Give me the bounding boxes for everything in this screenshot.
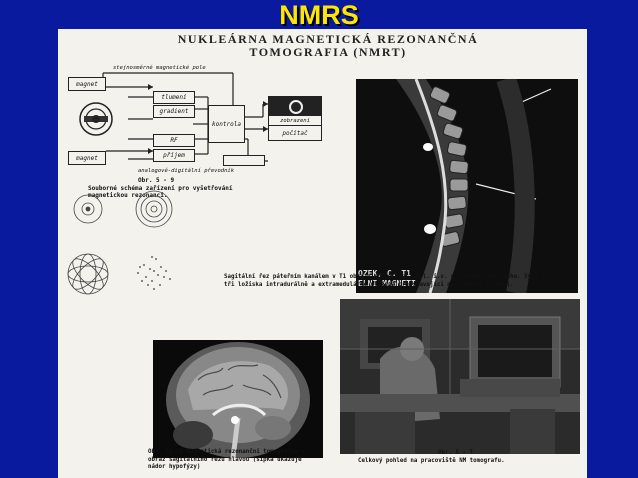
workstation-caption-text: Celkový pohled na pracoviště NM tomograf…	[358, 457, 505, 464]
tlumeni-block: tlumení	[153, 91, 195, 104]
head-caption-line3: nádor hypofýzy)	[148, 464, 201, 470]
schematic-figure-no: Obr. 5 - 9	[138, 177, 175, 184]
schematic-caption: Obr. 5 - 9 Souborné schéma zařízení pro …	[88, 177, 348, 200]
workstation-drawing	[340, 299, 580, 454]
document-title: NUKLEÁRNA MAGNETICKÁ REZONANČNÁ TOMOGRAF…	[128, 33, 528, 59]
magnet-bottom-block: magnet	[68, 151, 106, 165]
gradient-block: gradient	[153, 105, 195, 118]
prijem-block: příjem	[153, 149, 195, 162]
workstation-caption: Obr. 5 - 7 Celkový pohled na pracoviště …	[358, 450, 578, 465]
spine-mri-image: OZEK, C. T1 ELNI MAGNETI	[356, 79, 578, 293]
head-mri-drawing	[153, 340, 323, 458]
zobrazeni-display	[268, 96, 322, 116]
slide-title: NMRS	[279, 0, 359, 30]
spine-caption-line1: Sagitální řez páteřním kanálem v T1 obra…	[224, 274, 549, 280]
head-mri-image	[153, 340, 323, 458]
spine-caption-line2: tři ložiska intradurálně a extramedulárn…	[224, 281, 514, 288]
head-caption: Obr. 12.28 Magnetická rezonanční tomogra…	[148, 449, 338, 472]
spine-overlay-line1: OZEK, C. T1	[358, 269, 411, 278]
pocitac-block: počítač	[268, 125, 322, 141]
rf-block: RF	[153, 134, 195, 147]
kontrola-block: kontrola	[208, 105, 245, 143]
head-caption-line1: Obr. 12.28 Magnetická rezonanční tomogra…	[148, 449, 306, 455]
schematic-caption-line1: Souborné schéma zařízení pro vyšetřování	[88, 184, 233, 192]
document-title-line1: NUKLEÁRNA MAGNETICKÁ REZONANČNÁ	[177, 32, 479, 46]
spine-caption: Sagitální řez páteřním kanálem v T1 obra…	[224, 274, 584, 289]
workstation-photo	[340, 299, 580, 454]
schematic-caption-line2: magnetickou rezonancí.	[88, 192, 168, 199]
magnet-top-block: magnet	[68, 77, 106, 91]
display-icon	[289, 100, 303, 114]
scanned-page: NUKLEÁRNA MAGNETICKÁ REZONANČNÁ TOMOGRAF…	[58, 29, 587, 478]
spine-overlay-line2: ELNI MAGNETI	[358, 279, 416, 288]
mri-schematic: stejnosměrné magnetické pole	[58, 59, 348, 199]
adc-block	[223, 155, 265, 166]
head-caption-line2: obraz sagitálního řezu hlavou (šipka uka…	[148, 456, 302, 463]
schematic-top-label: stejnosměrné magnetické pole	[113, 65, 206, 71]
spine-overlay-text: OZEK, C. T1 ELNI MAGNETI	[358, 269, 416, 289]
workstation-figure-no: Obr. 5 - 7	[438, 450, 473, 456]
precession-diagrams	[67, 190, 173, 295]
spine-mri-drawing	[356, 79, 578, 293]
adc-label: analogově-digitální převodník	[138, 168, 235, 174]
document-title-line2: TOMOGRAFIA (NMRT)	[249, 45, 407, 59]
